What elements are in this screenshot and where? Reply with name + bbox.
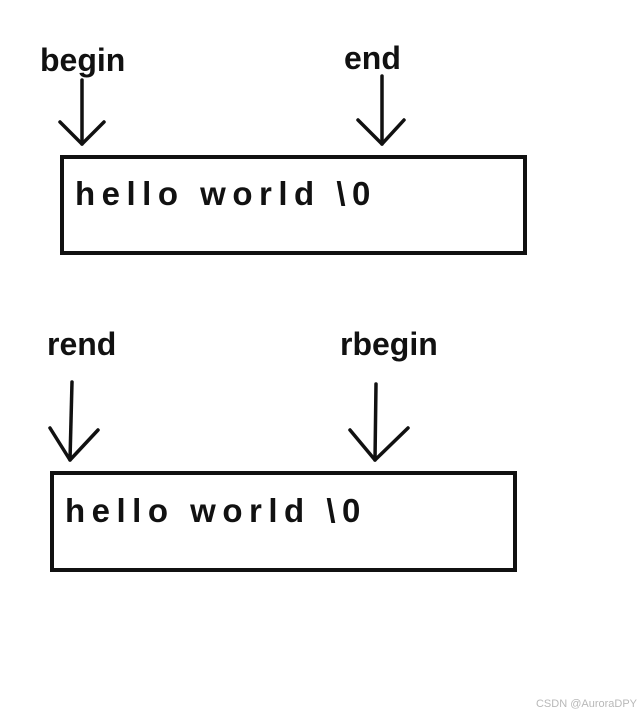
rbegin-label: rbegin <box>340 326 438 362</box>
string-box <box>60 155 527 255</box>
begin-label: begin <box>40 42 126 78</box>
string-content: hello world \0 <box>75 175 377 212</box>
end-label: end <box>344 40 401 76</box>
begin-arrow-icon <box>58 78 106 146</box>
rend-label: rend <box>47 326 117 362</box>
rend-arrow-icon <box>48 380 100 462</box>
reverse-string-content: hello world \0 <box>65 492 367 529</box>
end-arrow-icon <box>356 74 406 146</box>
rbegin-arrow-icon <box>348 382 410 462</box>
watermark: CSDN @AuroraDPY <box>535 698 637 710</box>
reverse-string-box <box>50 471 517 572</box>
